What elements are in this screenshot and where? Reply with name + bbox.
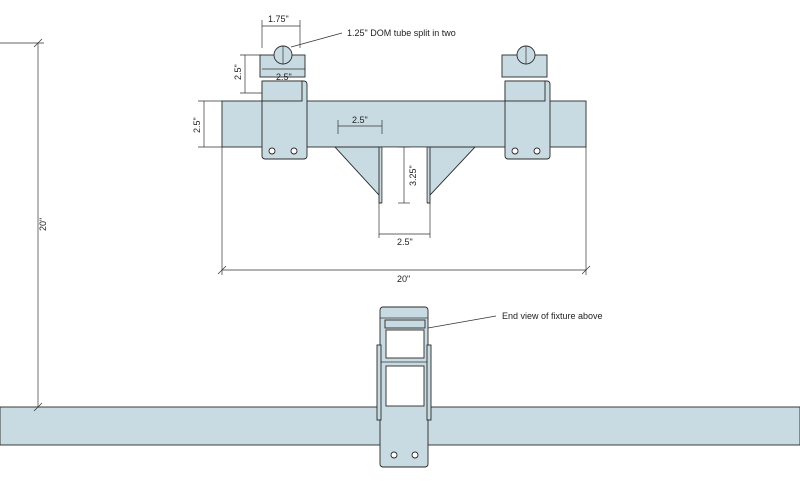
label-tube-width: 1.75" [268,14,289,24]
end-view-lower-window [385,365,425,407]
left-bolt-hole-1 [268,147,276,155]
left-bolt-hole-2 [290,147,298,155]
label-bar-height: 2.5" [192,117,202,133]
dim-overall-height-tick-top [33,38,43,48]
left-bracket [259,45,308,160]
label-bracket-width: 2.5" [276,72,292,82]
right-bracket-top [504,80,546,102]
label-center-drop: 3.25" [408,165,418,186]
end-view-upper-window [385,329,425,359]
label-overall-height: 20" [38,218,48,231]
dim-bar-length-tick-left [217,265,227,275]
end-view-bolt-hole-2 [411,451,419,459]
end-view-fixture [376,306,432,468]
tube-note-leader [290,32,343,48]
right-bracket [501,45,551,160]
dim-bar-length-tick-right [581,265,591,275]
label-center-top: 2.5" [352,115,368,125]
end-view-side-right [426,344,432,421]
label-tube-note: 1.25" DOM tube split in two [347,28,456,38]
end-view-tube-top [384,319,426,329]
center-gusset-fill [333,146,380,197]
right-bolt-hole-1 [511,147,519,155]
center-gusset-notch [382,147,427,207]
dim-overall-height-tick-bottom [33,402,43,412]
label-center-bottom: 2.5" [397,237,413,247]
label-bar-length: 20" [397,274,410,284]
left-bracket-top [261,80,303,102]
end-view-leader [427,315,497,329]
center-gusset-fill-right [429,146,477,197]
label-bracket-height: 2.5" [233,64,243,80]
label-end-view-note: End view of fixture above [502,311,603,321]
right-bolt-hole-2 [533,147,541,155]
end-view-bolt-hole-1 [390,451,398,459]
end-view-side-left [376,344,382,421]
